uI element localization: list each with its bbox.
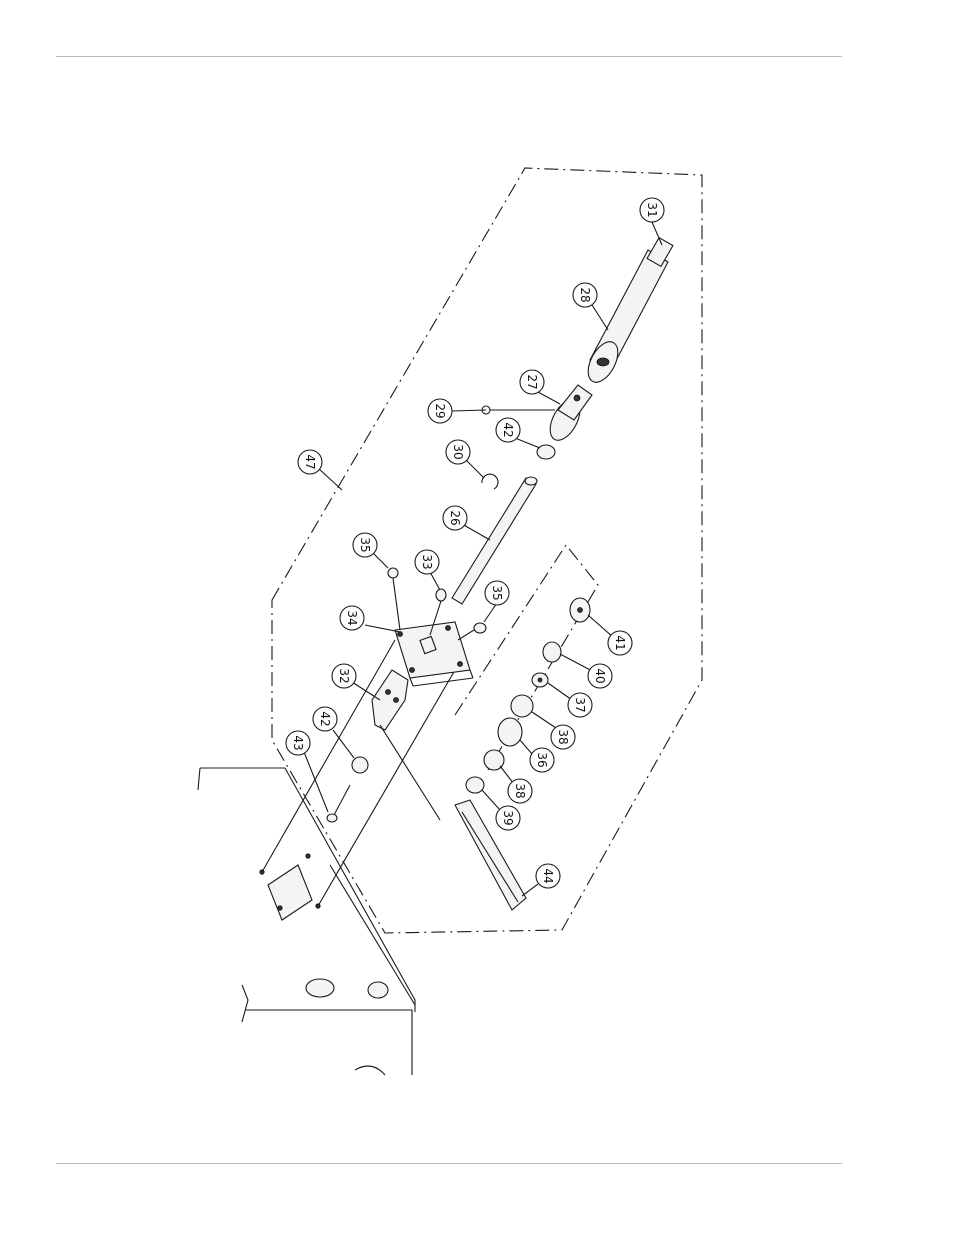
- callout-47: 47: [297, 449, 323, 475]
- callout-34: 34: [339, 605, 365, 631]
- svg-text:35: 35: [490, 585, 504, 600]
- machine-housing: [197, 767, 416, 1076]
- svg-text:27: 27: [525, 374, 539, 389]
- part-35-screw-upper: [387, 567, 401, 631]
- callout-35-lower: 35: [484, 580, 510, 606]
- callout-leaders: [303, 221, 663, 897]
- part-38-gear-upper: [510, 694, 534, 718]
- svg-text:28: 28: [578, 287, 592, 302]
- svg-text:42: 42: [501, 422, 515, 437]
- callout-41: 41: [607, 630, 633, 656]
- part-34-bracket-plate: [394, 621, 474, 687]
- part-29-set-screw: [481, 405, 555, 415]
- callout-27: 27: [519, 369, 545, 395]
- callout-31: 31: [639, 197, 665, 223]
- svg-text:31: 31: [645, 202, 659, 217]
- svg-text:38: 38: [556, 729, 570, 744]
- callout-44: 44: [535, 863, 561, 889]
- callout-29: 29: [427, 398, 453, 424]
- callout-42-lower: 42: [312, 706, 338, 732]
- subassembly-boundary: [454, 544, 599, 771]
- svg-text:34: 34: [345, 610, 359, 625]
- top-rule: [56, 56, 842, 57]
- svg-text:36: 36: [535, 752, 549, 767]
- callout-40: 40: [587, 663, 613, 689]
- svg-text:38: 38: [513, 783, 527, 798]
- callout-35-upper: 35: [352, 532, 378, 558]
- callout-28: 28: [572, 282, 598, 308]
- svg-text:40: 40: [593, 668, 607, 683]
- part-36-pulley: [497, 717, 523, 747]
- svg-text:32: 32: [337, 668, 351, 683]
- svg-text:33: 33: [420, 554, 434, 569]
- callout-39: 39: [495, 805, 521, 831]
- callout-32: 32: [331, 663, 357, 689]
- housing-hole-left: [305, 978, 335, 998]
- svg-text:42: 42: [318, 711, 332, 726]
- part-43-bolt: [326, 784, 351, 823]
- callout-26: 26: [442, 505, 468, 531]
- bottom-rule: [56, 1163, 842, 1164]
- svg-text:29: 29: [433, 403, 447, 418]
- cover-plate: [259, 639, 456, 921]
- svg-text:41: 41: [613, 635, 627, 650]
- housing-hole-right: [367, 981, 389, 999]
- part-28-shaft: [587, 236, 674, 383]
- part-27-coupling: [549, 384, 593, 441]
- svg-text:37: 37: [573, 697, 587, 712]
- callout-36: 36: [529, 747, 555, 773]
- part-32-bracket: [371, 669, 441, 821]
- part-35-screw-lower: [457, 622, 487, 641]
- part-37-washer-lower: [465, 776, 485, 794]
- lower-gear-stack: [465, 597, 591, 794]
- part-38-gear-lower: [483, 749, 505, 771]
- svg-text:30: 30: [451, 444, 465, 459]
- svg-text:26: 26: [448, 510, 462, 525]
- assembly-47-boundary: [271, 167, 703, 934]
- part-26-shaft: [451, 476, 538, 605]
- part-40-spring: [542, 641, 562, 663]
- callout-42: 42: [495, 417, 521, 443]
- callout-38-lower: 38: [507, 778, 533, 804]
- part-30-retaining-ring: [481, 473, 499, 490]
- part-33-screw: [429, 588, 447, 636]
- part-44-belt: [454, 799, 527, 911]
- svg-text:35: 35: [358, 537, 372, 552]
- part-42-bearing-lower: [351, 756, 369, 774]
- callout-33: 33: [414, 549, 440, 575]
- svg-text:43: 43: [291, 735, 305, 750]
- callout-38-upper: 38: [550, 724, 576, 750]
- svg-text:39: 39: [501, 810, 515, 825]
- part-42-bearing-upper: [536, 444, 556, 460]
- callout-37-upper: 37: [567, 692, 593, 718]
- callout-43: 43: [285, 730, 311, 756]
- callout-30: 30: [445, 439, 471, 465]
- svg-text:47: 47: [303, 454, 317, 469]
- svg-text:44: 44: [541, 868, 555, 883]
